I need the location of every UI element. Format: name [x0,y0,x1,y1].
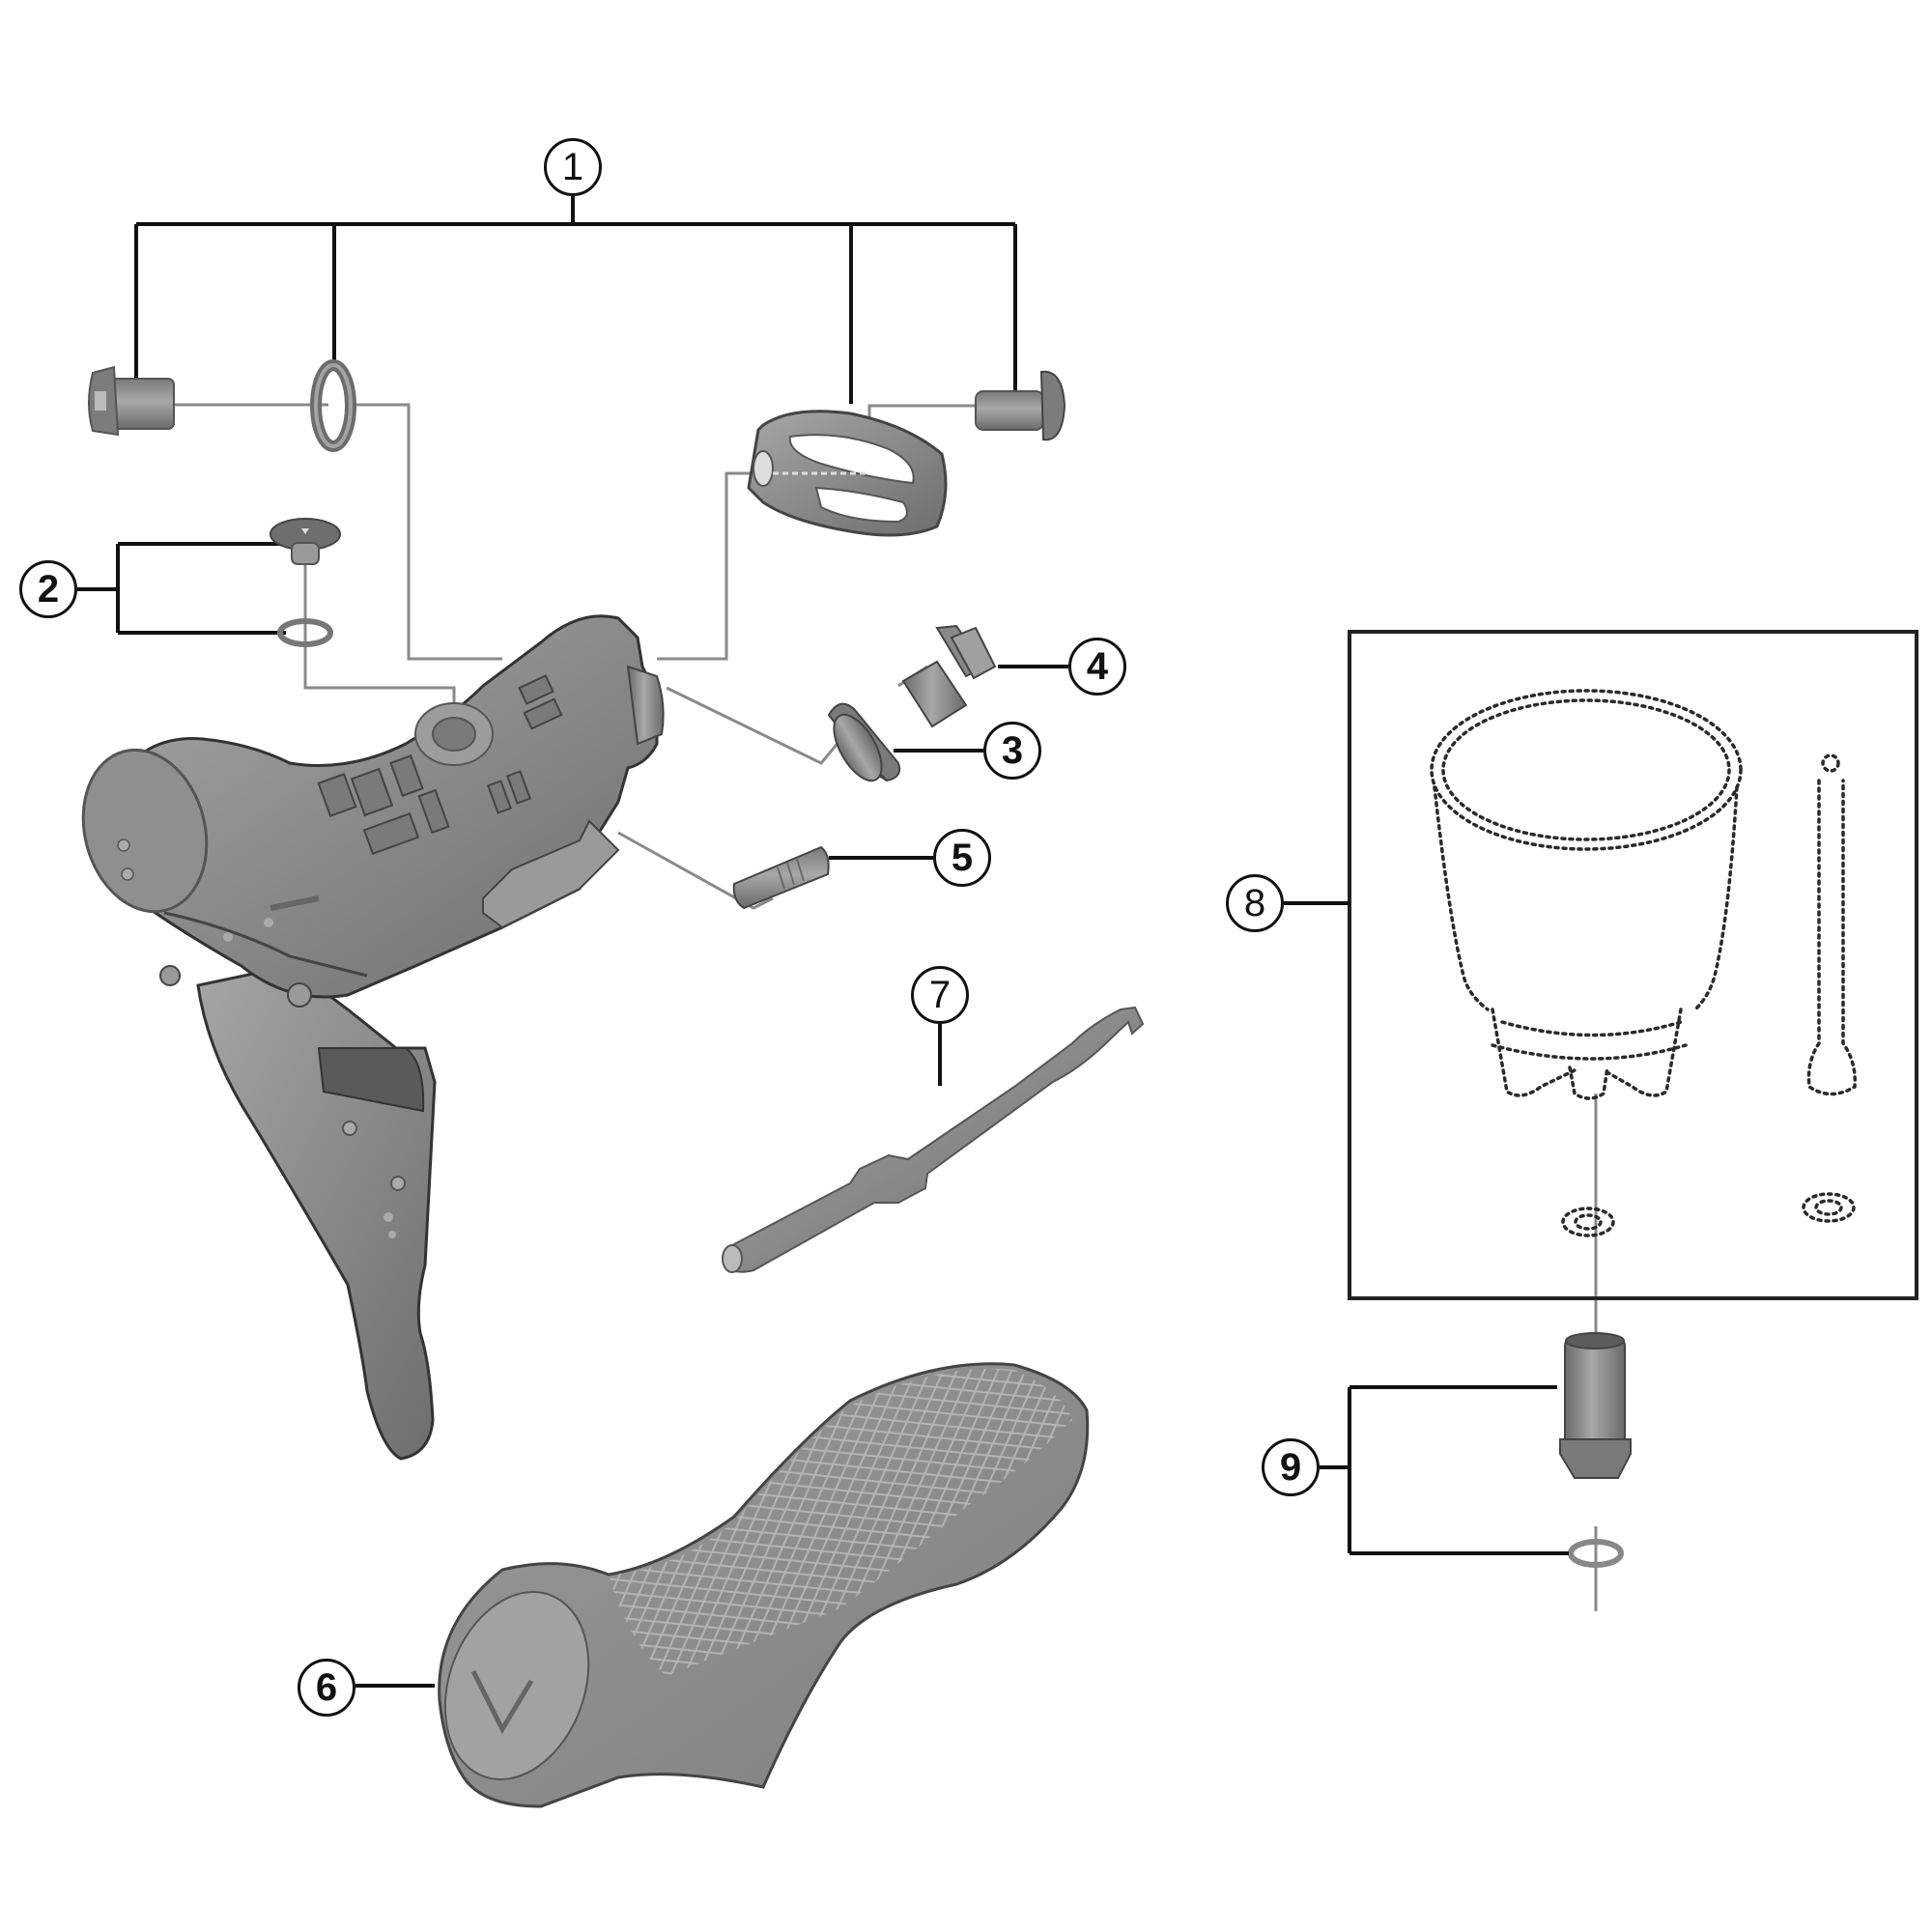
connecting-insert-part [732,845,830,910]
callout-8: 8 [1226,874,1284,932]
funnel-adapter-part [1559,1332,1632,1479]
callout-9-leader [1320,1385,1569,1555]
callout-6: 6 [298,1659,355,1717]
callout-2-leader [77,542,286,635]
cable-tool-part [722,1006,1145,1273]
callout-4: 4 [1068,638,1126,696]
spacer-washer-part [827,702,901,782]
callout-9: 9 [1262,1438,1320,1496]
callout-3: 3 [983,722,1041,780]
funnel-stopper-part [1806,753,1857,1096]
callout-2: 2 [19,560,77,618]
bleed-screw-o-ring-part [277,618,333,647]
callout-5: 5 [933,829,991,887]
funnel-o-ring-part [1561,1192,1856,1237]
lever-body-part [81,614,665,1461]
hose-fixing-bolt-part [901,624,997,728]
callout-1-leader [134,196,1017,404]
bleed-funnel-part [1430,689,1743,1100]
bleed-screw-part [270,518,341,565]
bracket-washer-part [310,359,356,452]
callout-1: 1 [544,138,602,196]
adapter-o-ring-part [1568,1539,1624,1568]
handlebar-clamp-band-part [747,410,948,537]
bracket-bolt-part [88,365,175,437]
bleed-kit-group-box [1284,630,1918,1300]
callout-7: 7 [911,966,969,1024]
clamp-bolt-part [975,370,1066,441]
bracket-cover-hood-part [438,1362,1090,1808]
